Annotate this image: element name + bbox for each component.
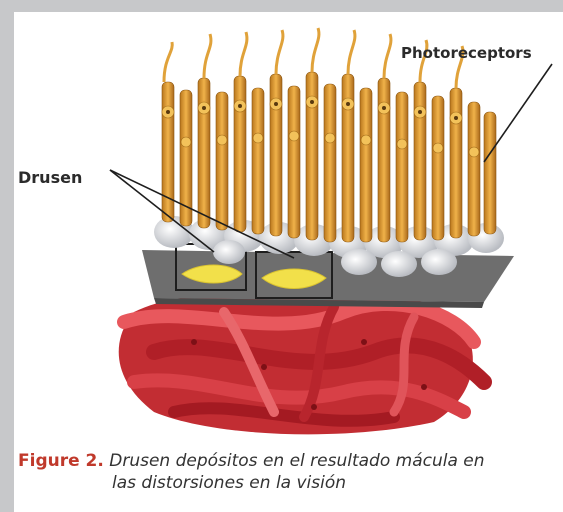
- caption-line-1: Drusen depósitos en el resultado mácula …: [104, 451, 485, 471]
- drusen-label: Drusen: [18, 168, 82, 187]
- figure-frame: Photoreceptors Drusen Figure 2. Drusen d…: [14, 12, 563, 512]
- photoreceptor-layer: [162, 72, 496, 242]
- caption-line-2: las distorsiones en la visión: [18, 472, 563, 494]
- retina-illustration: [14, 12, 563, 442]
- figure-caption: Figure 2. Drusen depósitos en el resulta…: [18, 450, 563, 494]
- caption-prefix: Figure 2.: [18, 451, 104, 471]
- photoreceptors-label: Photoreceptors: [401, 44, 532, 62]
- blood-vessel-layer: [119, 293, 484, 434]
